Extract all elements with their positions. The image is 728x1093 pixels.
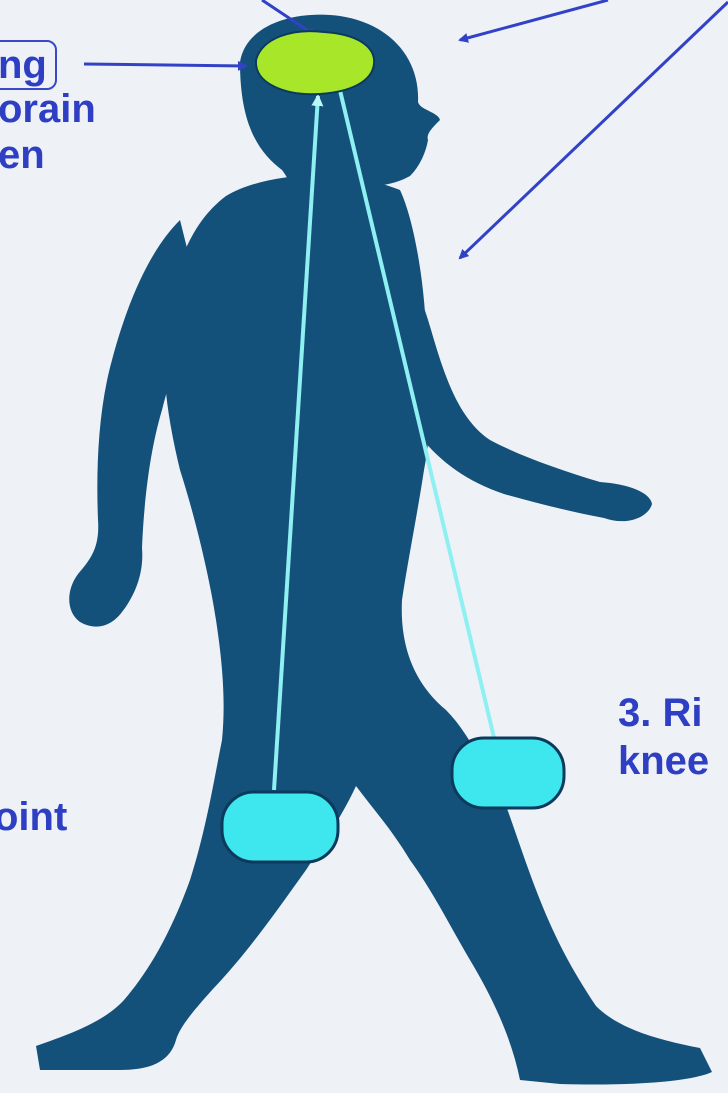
- walking-person-silhouette-icon: [36, 15, 712, 1085]
- brain-marker-icon: [256, 31, 374, 94]
- label-left-line3: en: [0, 132, 45, 178]
- arrow-long-diagonal: [460, 2, 728, 258]
- label-right-line2: knee: [618, 738, 709, 784]
- label-left-bottom: oint: [0, 794, 67, 840]
- arrow-top-right: [460, 0, 608, 40]
- sensor-pad-icon: [452, 738, 564, 808]
- label-left-top-boxed: ng: [0, 40, 57, 90]
- sensor-pad-icon: [222, 792, 338, 862]
- label-right-line1: 3. Ri: [618, 690, 702, 736]
- arrow-left-box: [84, 64, 246, 66]
- label-left-line2: orain: [0, 86, 96, 132]
